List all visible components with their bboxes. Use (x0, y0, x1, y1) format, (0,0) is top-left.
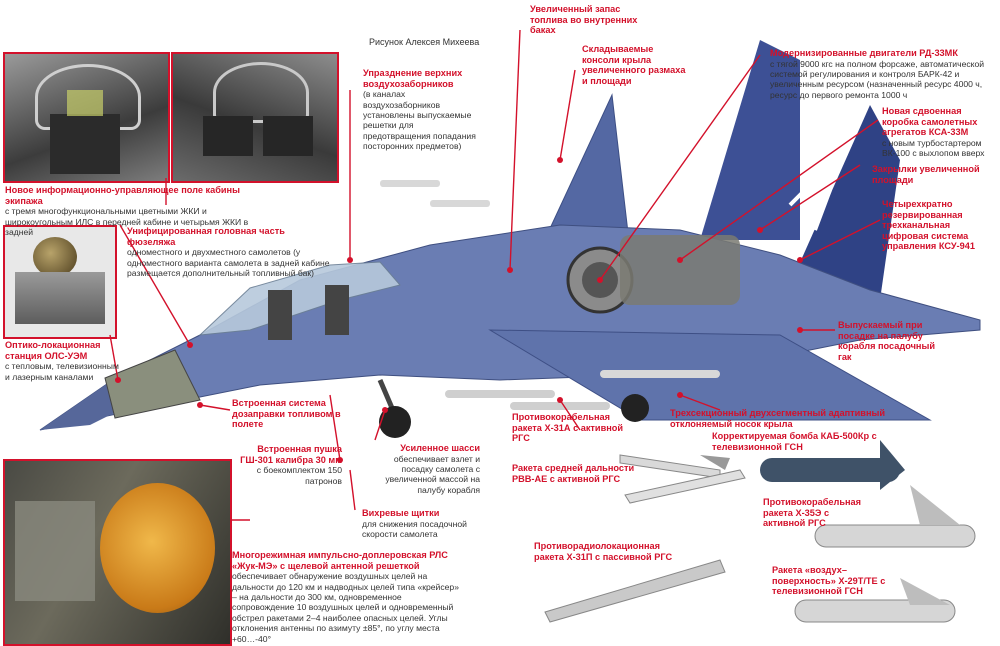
cockpit-front-photo (3, 52, 170, 183)
callout-fuel: Увеличенный запас топлива во внутренних … (530, 4, 650, 36)
front-seat (268, 290, 292, 340)
callout-title: Встроенная система дозаправки топливом в… (232, 398, 341, 430)
callout-title: Встроенная пушка ГШ-301 калибра 30 мм (240, 444, 342, 465)
rear-seat (325, 285, 349, 335)
callout-ols: Оптико-локационная станция ОЛС-УЭМ с теп… (5, 340, 125, 382)
callout-kh35: Противокорабельная ракета Х-35Э с активн… (763, 497, 873, 529)
callout-title: Модернизированные двигатели РД-33МК (770, 48, 958, 58)
callout-title: Оптико-локационная станция ОЛС-УЭМ (5, 340, 101, 361)
canopy (198, 261, 401, 336)
callout-title: Корректируемая бомба КАБ-500Кр с телевиз… (712, 431, 877, 452)
callout-body: обеспечивает взлет и посадку самолета с … (385, 453, 480, 495)
callout-intakes: Упразднение верхних воздухозаборников (в… (363, 68, 478, 152)
callout-title: Противорадиолокационная ракета Х-31П с п… (534, 541, 673, 562)
nose-wheel (379, 406, 411, 438)
callout-body: обеспечивает обнаружение воздушных целей… (232, 571, 459, 644)
callout-body: для снижения посадочной скорости самолет… (362, 518, 467, 539)
callout-chassis: Усиленное шасси обеспечивает взлет и пос… (370, 443, 480, 495)
callout-body: с тепловым, телевизионным и лазерным кан… (5, 361, 119, 382)
callout-radar: Многорежимная импульсно-доплеровская РЛС… (232, 550, 462, 644)
callout-hook: Выпускаемый при посадке на палубу корабл… (838, 320, 946, 362)
weapon-kh29 (794, 578, 956, 623)
weapon-kh31p (544, 559, 726, 623)
callout-gun: Встроенная пушка ГШ-301 калибра 30 мм с … (232, 444, 342, 486)
callout-rvv: Ракета средней дальности РВВ-АЕ с активн… (512, 463, 642, 484)
illustration-credit: Рисунок Алексея Михеева (369, 37, 480, 47)
callout-nose: Унифицированная головная часть фюзеляжа … (127, 226, 332, 278)
callout-kab: Корректируемая бомба КАБ-500Кр с телевиз… (712, 431, 892, 452)
callout-title: Вихревые щитки (362, 508, 440, 518)
callout-title: Выпускаемый при посадке на палубу корабл… (838, 320, 935, 362)
callout-title: Противокорабельная ракета Х-31А с активн… (512, 412, 624, 444)
callout-title: Новая сдвоенная коробка самолетных агрег… (882, 106, 978, 138)
callout-kh29: Ракета «воздух–поверхность» Х-29Т/ТЕ с т… (772, 565, 897, 597)
engine-body (620, 235, 740, 305)
callout-body: с боекомплектом 150 патронов (256, 465, 342, 486)
callout-flaps: Закрылки увеличенной площади (872, 164, 994, 185)
callout-title: Закрылки увеличенной площади (872, 164, 980, 185)
callout-title: Складываемые консоли крыла увеличенного … (582, 44, 686, 86)
callout-cockpit: Новое информационно-управляющее поле каб… (5, 185, 275, 237)
callout-body: с новым турбостартером ВК-100 с выхлопом… (882, 137, 985, 159)
weapon-rvv (624, 455, 746, 504)
callout-title: Четырехкратно резервированная трехканаль… (882, 199, 975, 252)
callout-title: Усиленное шасси (400, 443, 480, 453)
callout-title: Противокорабельная ракета Х-35Э с активн… (763, 497, 861, 529)
callout-title: Многорежимная импульсно-доплеровская РЛС… (232, 550, 448, 571)
callout-engines: Модернизированные двигатели РД-33МК с тя… (770, 48, 995, 100)
callout-vortex: Вихревые щитки для снижения посадочной с… (362, 508, 482, 539)
callout-body: (в каналах воздухозаборников установлены… (363, 89, 476, 152)
callout-title: Новое информационно-управляющее поле каб… (5, 185, 240, 206)
callout-slat: Трехсекционный двухсегментный адаптивный… (670, 408, 890, 429)
radar-photo (3, 459, 232, 646)
callout-body: одноместного и двухместного самолетов (у… (127, 247, 330, 278)
cockpit-rear-photo (171, 52, 339, 183)
callout-title: Унифицированная головная часть фюзеляжа (127, 226, 285, 247)
callout-refuel: Встроенная система дозаправки топливом в… (232, 398, 342, 430)
callout-kh31p: Противорадиолокационная ракета Х-31П с п… (534, 541, 674, 562)
callout-title: Упразднение верхних воздухозаборников (363, 68, 463, 89)
main-wheel (621, 394, 649, 422)
nose-cutaway (104, 349, 201, 419)
callout-wing: Складываемые консоли крыла увеличенного … (582, 44, 692, 86)
callout-title: Ракета «воздух–поверхность» Х-29Т/ТЕ с т… (772, 565, 886, 597)
callout-body: с тремя многофункциональными цветными ЖК… (5, 206, 249, 237)
callout-title: Ракета средней дальности РВВ-АЕ с активн… (512, 463, 635, 484)
callout-fcs: Четырехкратно резервированная трехканаль… (882, 199, 994, 252)
callout-title: Трехсекционный двухсегментный адаптивный… (670, 408, 886, 429)
ols-photo (3, 225, 117, 339)
weapon-kh35 (814, 485, 976, 548)
callout-body: с тягой 9000 кгс на полном форсаже, авто… (770, 58, 985, 100)
callout-gearbox: Новая сдвоенная коробка самолетных агрег… (882, 106, 994, 159)
weapon-kab (760, 440, 905, 490)
callout-title: Увеличенный запас топлива во внутренних … (530, 4, 638, 36)
vertical-tail (700, 40, 800, 240)
callout-kh31a: Противокорабельная ракета Х-31А с активн… (512, 412, 632, 444)
